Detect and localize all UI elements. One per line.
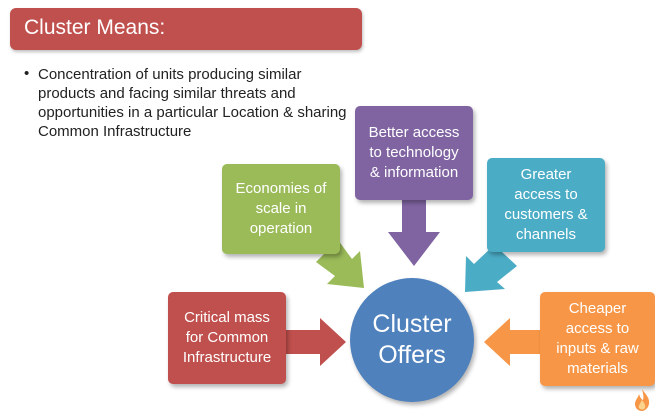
- box-economies-of-scale: Economies of scale in operation: [222, 164, 340, 254]
- box-greater-line2: access to: [514, 186, 578, 203]
- box-critical-mass: Critical mass for Common Infrastructure: [168, 292, 286, 384]
- bullet-marker: •: [24, 65, 30, 82]
- title-banner: Cluster Means:: [10, 8, 362, 50]
- box-cheaper-line3: inputs & raw: [556, 340, 639, 357]
- box-cheaper-line2: access to: [565, 320, 630, 337]
- box-cheaper-line4: materials: [567, 360, 628, 377]
- box-economies-line1: Economies of: [235, 180, 327, 197]
- box-greater-line3: customers &: [504, 206, 588, 223]
- arrow-greater: [465, 245, 517, 292]
- box-economies-line2: scale in: [255, 200, 307, 217]
- cluster-offers-circle: Cluster Offers: [350, 278, 474, 402]
- box-cheaper-line1: Cheaper: [568, 300, 627, 317]
- banner-title: Cluster Means:: [24, 16, 166, 39]
- box-better-line1: Better access: [368, 124, 460, 141]
- arrow-cheaper: [484, 318, 540, 366]
- arrow-critical: [286, 318, 346, 366]
- arrow-better: [388, 200, 440, 266]
- flame-logo-icon: [635, 389, 650, 411]
- box-critical-line3: Infrastructure: [182, 349, 272, 366]
- box-greater-access: Greater access to customers & channels: [487, 158, 605, 252]
- box-critical-line1: Critical mass: [184, 309, 270, 326]
- box-better-line3: & information: [369, 164, 459, 181]
- box-critical-line2: for Common: [185, 329, 269, 346]
- box-cheaper-access: Cheaper access to inputs & raw materials: [540, 292, 655, 386]
- box-better-line2: to technology: [369, 144, 459, 161]
- box-greater-line4: channels: [515, 226, 577, 243]
- box-greater-line1: Greater: [520, 166, 572, 183]
- center-line1: Cluster: [372, 310, 452, 338]
- bullet-text: Concentration of units producing similar…: [38, 66, 347, 140]
- center-line2: Offers: [378, 341, 446, 369]
- box-better-access: Better access to technology & informatio…: [355, 106, 473, 200]
- box-economies-line3: operation: [249, 220, 313, 237]
